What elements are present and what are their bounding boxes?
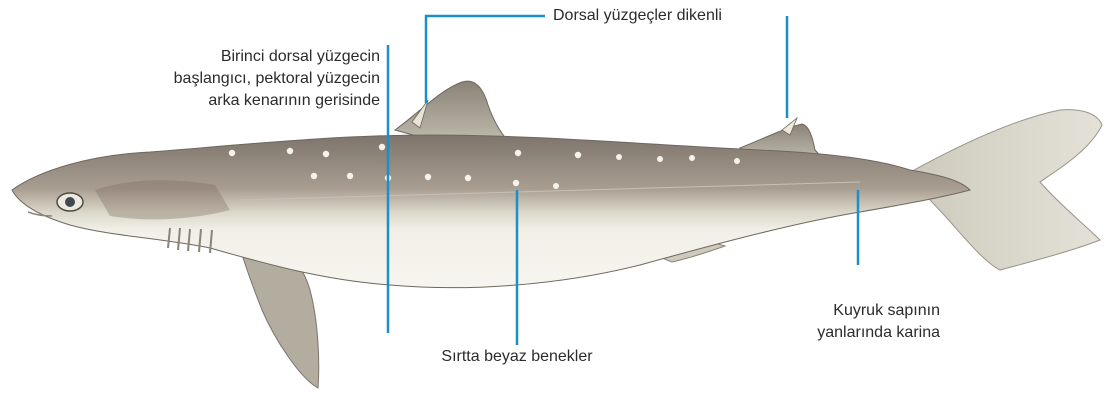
- label-caudal-keel-line1: Kuyruk sapının: [740, 300, 940, 322]
- label-caudal-keel: Kuyruk sapının yanlarında karina: [740, 300, 940, 344]
- head-patch: [95, 180, 230, 219]
- label-caudal-keel-line2: yanlarında karina: [740, 322, 940, 344]
- label-first-dorsal-origin-line1: Birinci dorsal yüzgecin: [60, 46, 380, 68]
- pupil: [65, 197, 75, 207]
- label-first-dorsal-origin: Birinci dorsal yüzgecin başlangıcı, pekt…: [60, 46, 380, 112]
- label-first-dorsal-origin-line2: başlangıcı, pektoral yüzgecin: [60, 68, 380, 90]
- leader-dorsal-spine-1: [426, 16, 545, 103]
- label-dorsal-spines: Dorsal yüzgeçler dikenli: [553, 5, 793, 27]
- label-white-spots: Sırtta beyaz benekler: [417, 346, 617, 368]
- label-first-dorsal-origin-line3: arka kenarının gerisinde: [60, 90, 380, 112]
